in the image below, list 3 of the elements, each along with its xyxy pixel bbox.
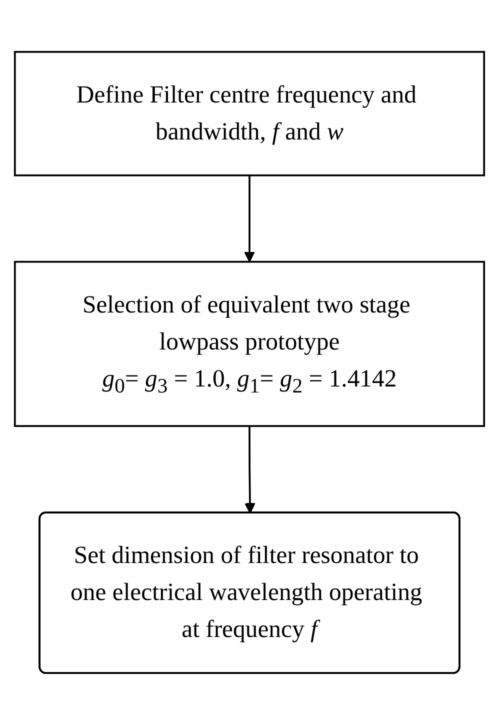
node-box: Selection of equivalent two stage lowpass prototype g$_{0}$= g$_{3}$ = 1.0, g$_{1}$= g$_{2}$ = 1.4142	[14, 260, 486, 427]
arrow	[244, 426, 256, 514]
arrow	[244, 174, 255, 262]
